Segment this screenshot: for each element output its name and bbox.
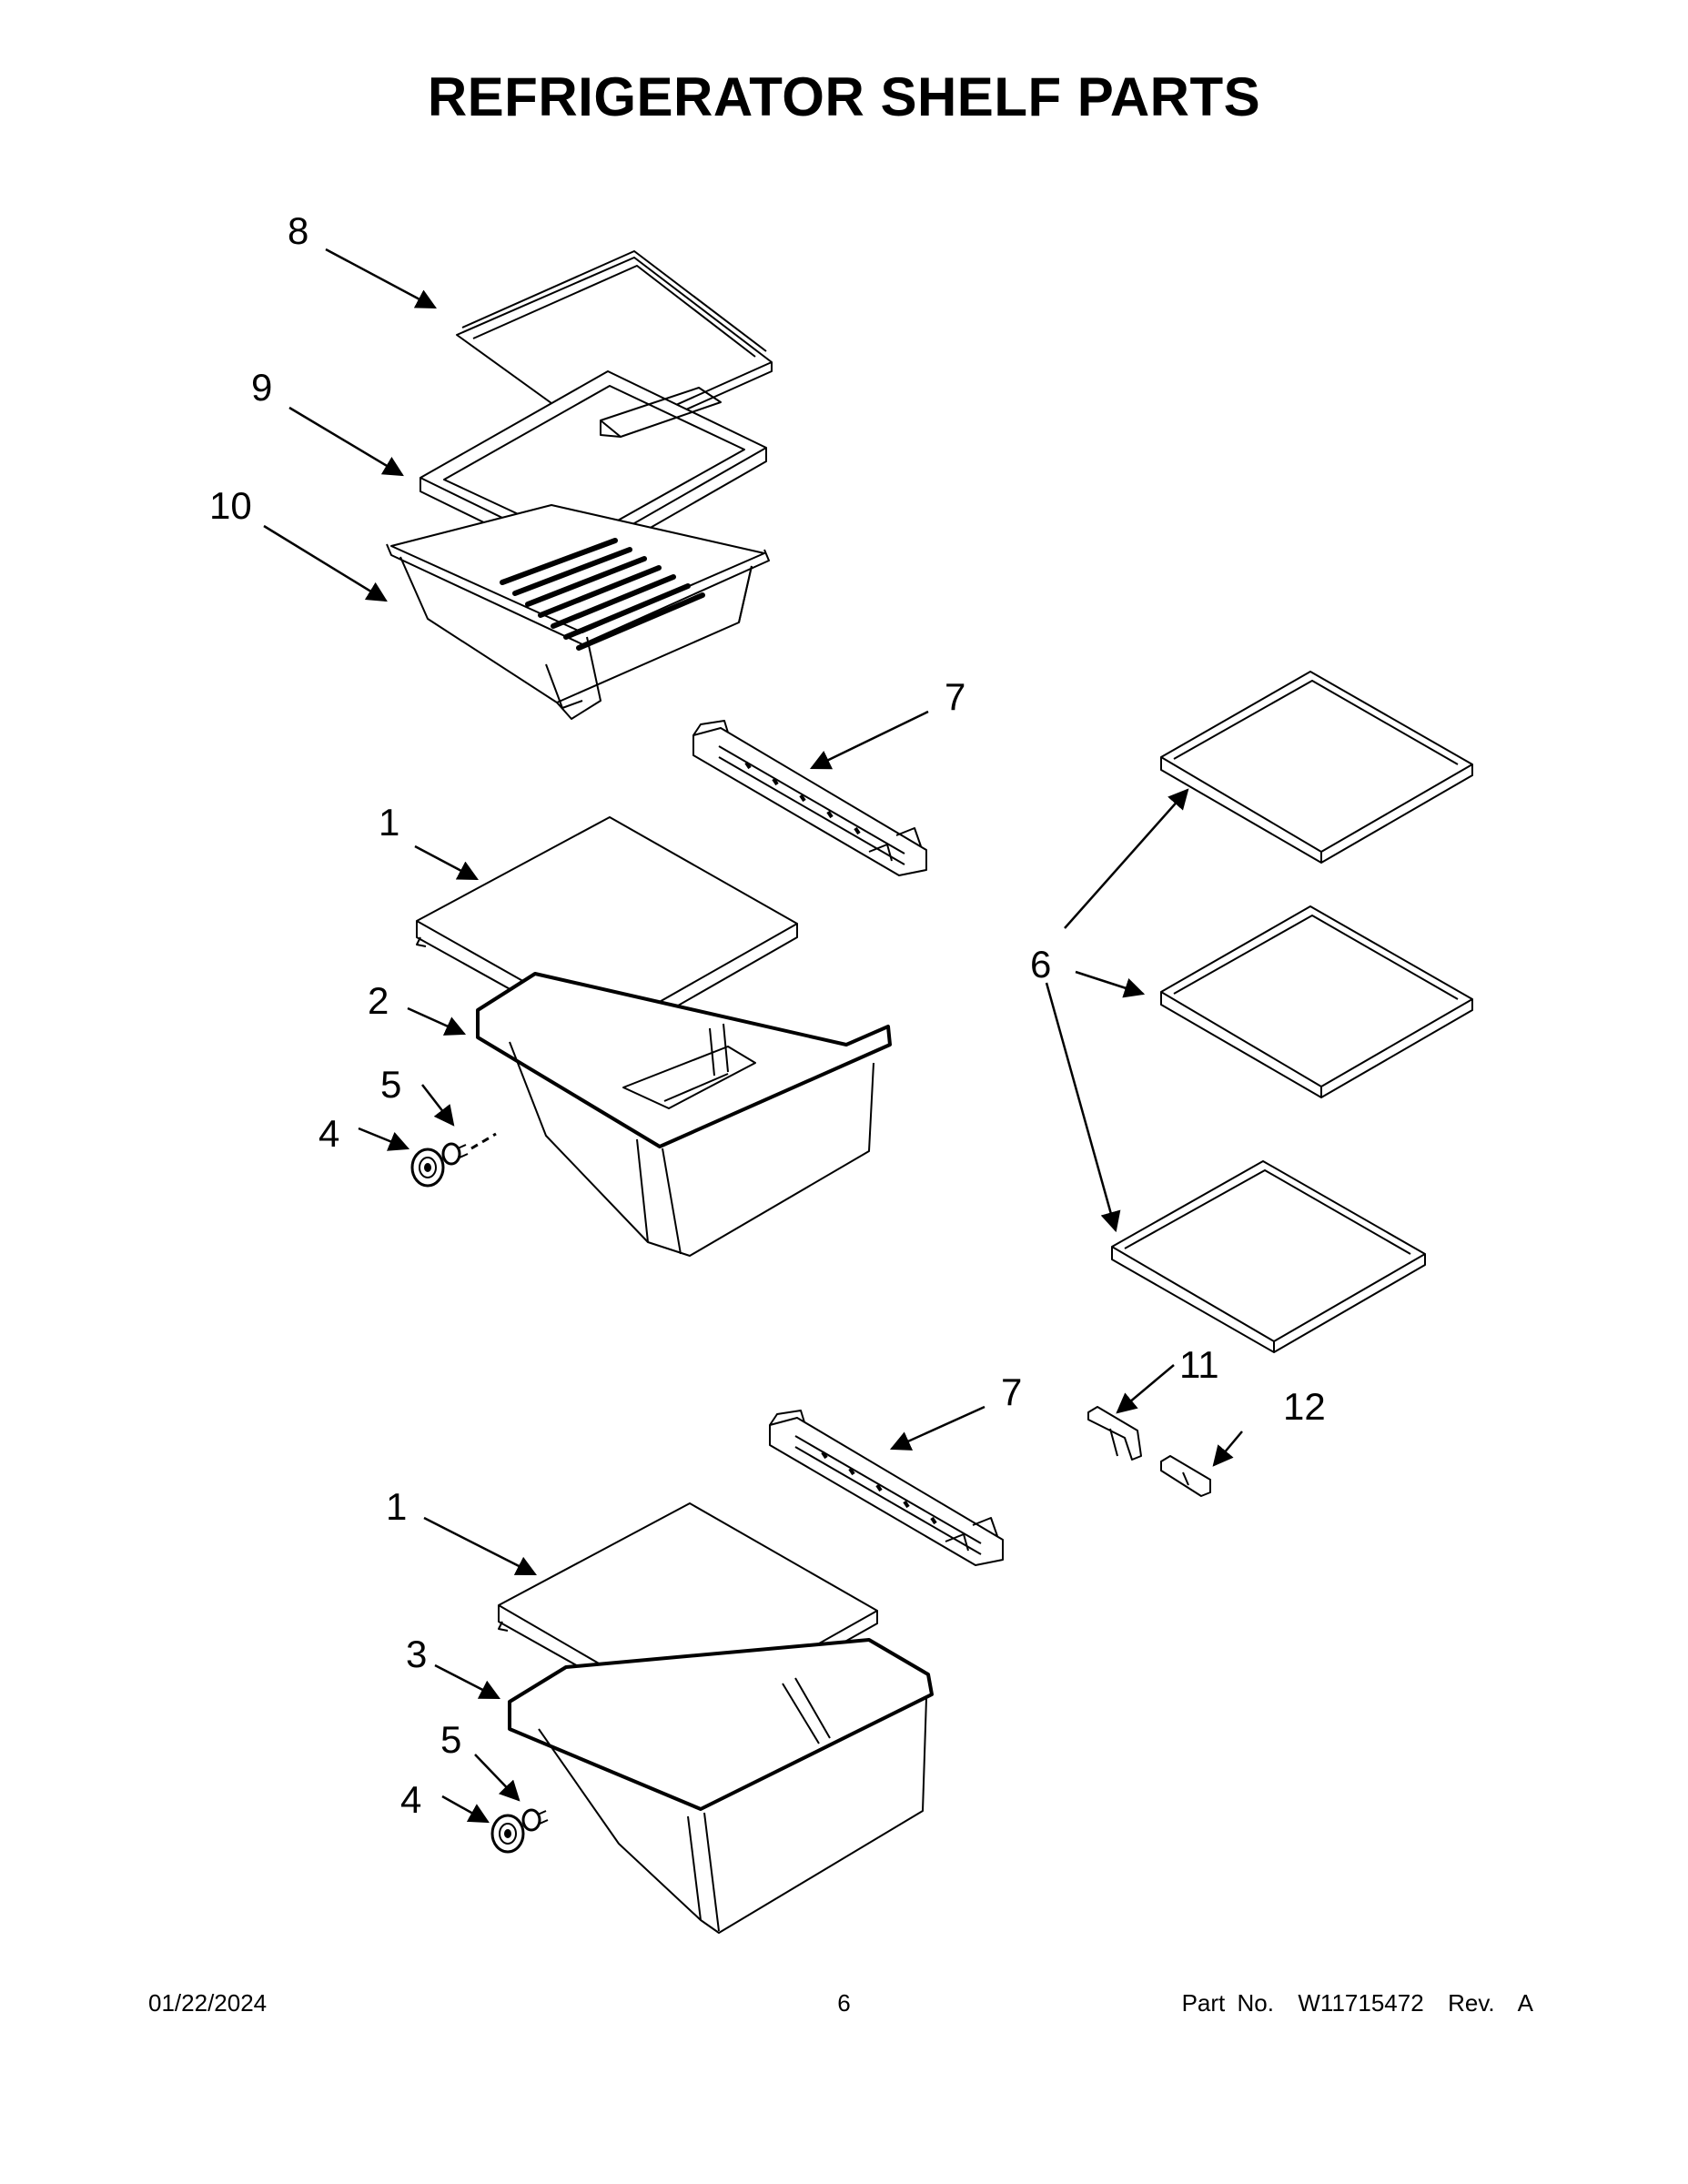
footer-date: 01/22/2024	[148, 1989, 268, 2017]
part-4-roller-lower	[490, 1814, 525, 1854]
arrow-3	[434, 1663, 501, 1700]
page-title: REFRIGERATOR SHELF PARTS	[427, 66, 1261, 127]
part-5-pin-lower	[521, 1808, 549, 1832]
arrow-11	[1116, 1364, 1175, 1414]
part-6-glass-shelf-middle	[1160, 905, 1473, 1098]
arrow-9	[288, 406, 404, 477]
part-7-shelf-rail-upper	[692, 720, 927, 876]
part-4-roller-upper	[410, 1148, 445, 1188]
callout-12: 12	[1283, 1385, 1326, 1428]
arrow-7-upper	[809, 710, 929, 770]
callout-1-upper: 1	[379, 801, 399, 844]
callout-4-lower: 4	[400, 1778, 421, 1821]
callout-5-lower: 5	[440, 1718, 461, 1761]
part-10-deli-drawer	[386, 504, 770, 720]
callout-7-lower: 7	[1001, 1370, 1022, 1413]
part-3-crisper-drawer-lower	[508, 1638, 934, 1934]
arrow-6-top	[1064, 788, 1189, 929]
part-12-shelf-clip	[1160, 1455, 1211, 1497]
arrow-6-bottom	[1045, 982, 1121, 1233]
footer-part-number: Part No. W11715472 Rev. A	[1181, 1989, 1533, 2017]
arrow-12	[1212, 1431, 1243, 1467]
part-7-shelf-rail-lower	[769, 1410, 1004, 1566]
arrow-1-lower	[423, 1516, 538, 1576]
arrow-6-middle	[1075, 970, 1146, 998]
callout-7-upper: 7	[945, 675, 965, 718]
arrow-2	[407, 1006, 467, 1036]
part-5-pin-upper	[441, 1132, 497, 1166]
callout-2: 2	[368, 979, 389, 1022]
callout-1-lower: 1	[386, 1485, 407, 1528]
arrow-4-upper	[358, 1127, 410, 1151]
arrow-4-lower	[441, 1795, 490, 1824]
leader-arrows	[263, 248, 1243, 1824]
arrow-5-lower	[474, 1754, 521, 1802]
arrow-5-upper	[421, 1084, 455, 1127]
callout-6: 6	[1030, 943, 1051, 986]
callout-11: 11	[1179, 1343, 1219, 1386]
part-6-glass-shelf-bottom	[1111, 1160, 1426, 1353]
part-11-shelf-clip	[1087, 1406, 1142, 1461]
footer-page-number: 6	[837, 1989, 851, 2017]
arrow-8	[325, 248, 437, 309]
callout-10: 10	[209, 484, 252, 527]
callout-labels: 8 9 10 7 1 2 5 4 6 7 11 12 1 3 5 4	[209, 209, 1326, 1821]
callout-3: 3	[406, 1633, 427, 1675]
callout-9: 9	[251, 366, 272, 409]
part-6-glass-shelf-top	[1160, 671, 1473, 864]
arrow-7-lower	[889, 1405, 986, 1451]
callout-4-upper: 4	[318, 1112, 339, 1155]
callout-8: 8	[288, 209, 308, 252]
arrow-10	[263, 524, 388, 602]
callout-5-upper: 5	[380, 1063, 401, 1106]
part-2-crisper-drawer-upper	[476, 972, 892, 1257]
arrow-1-upper	[414, 844, 479, 881]
